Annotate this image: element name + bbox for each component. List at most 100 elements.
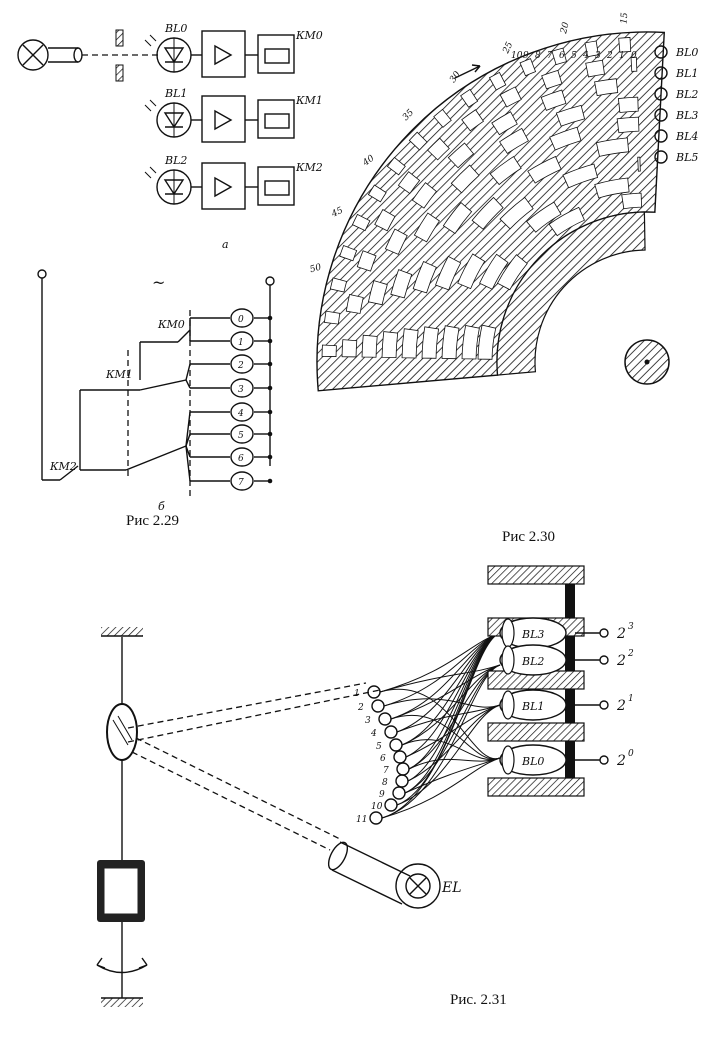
code-slot <box>413 212 440 243</box>
code-slot <box>540 89 567 111</box>
code-slot <box>450 164 480 194</box>
code-slot <box>637 156 641 172</box>
weight-exp-2: 1 <box>628 694 634 704</box>
sensor-label-bl3: BL3 <box>521 628 544 641</box>
code-slot <box>411 182 437 209</box>
track-number-10: 10 <box>511 51 523 61</box>
legend-label-bl2: BL2 <box>675 88 698 101</box>
output-5: 5 <box>190 424 273 444</box>
fiber-number-2: 2 <box>357 703 364 713</box>
code-slot <box>585 59 605 78</box>
legend-label-bl0: BL0 <box>675 46 698 59</box>
track-number-8: 8 <box>535 51 541 61</box>
code-slot <box>412 261 437 294</box>
code-slot <box>461 109 484 132</box>
code-slot <box>489 155 522 186</box>
fiber-number-10: 10 <box>371 802 383 812</box>
code-slot <box>433 108 452 128</box>
fiber-number-4: 4 <box>370 729 377 739</box>
code-slot <box>488 71 507 91</box>
code-slot <box>499 127 529 154</box>
code-slot <box>551 47 567 66</box>
code-slot <box>617 96 639 113</box>
legend-label-bl3: BL3 <box>675 109 698 122</box>
track-number-9: 9 <box>523 51 529 61</box>
code-slot <box>479 253 509 290</box>
fiber-number-8: 8 <box>382 778 388 788</box>
fiber-number-3: 3 <box>365 716 371 726</box>
scale-label-20: 20 <box>559 21 572 36</box>
weight-exp-3: 0 <box>628 749 634 759</box>
track-number-7: 7 <box>547 51 553 61</box>
scale-label-40: 40 <box>360 153 376 169</box>
code-slot <box>447 142 475 169</box>
track-number-0: 0 <box>631 51 637 61</box>
legend-item-bl5: BL5 <box>654 150 698 164</box>
scale-label-35: 35 <box>401 108 416 123</box>
switch-km0: КМ0 <box>157 318 185 331</box>
mount-plate <box>487 722 585 742</box>
fiber-5: 5 <box>376 632 501 760</box>
ac-tilde: ~ <box>152 273 165 292</box>
code-slot <box>367 184 387 203</box>
text-layer: Рис 2.29 а б ~ Рис 2.30 Рис. 2.31 EL <box>126 238 555 1008</box>
output-3: 3 <box>190 378 273 398</box>
output-number-5: 5 <box>238 431 244 441</box>
code-slot <box>555 104 586 127</box>
fiber-number-7: 7 <box>383 766 389 776</box>
output-number-7: 7 <box>238 478 244 488</box>
code-slot <box>361 334 378 358</box>
weight-exp-0: 3 <box>628 622 634 632</box>
weight-base-1: 2 <box>616 653 626 669</box>
code-slot <box>621 192 643 210</box>
track-number-4: 4 <box>582 51 589 61</box>
code-slot <box>329 277 348 293</box>
code-slot <box>461 324 480 360</box>
scale-label-25: 25 <box>501 40 515 56</box>
code-slot <box>595 137 630 157</box>
code-slot <box>526 201 562 233</box>
code-slot <box>496 254 528 291</box>
code-slot <box>460 88 479 108</box>
fig229-caption: Рис 2.29 <box>126 513 179 529</box>
code-slot <box>549 126 582 151</box>
code-slot <box>397 171 421 194</box>
sensor-label-bl0: BL0 <box>521 755 544 768</box>
switch-km1: КМ1 <box>105 368 133 381</box>
code-slot <box>548 206 585 237</box>
legend-item-bl4: BL4 <box>654 129 698 143</box>
mount-plate <box>487 777 585 797</box>
output-number-4: 4 <box>237 409 244 419</box>
relay-label-km2: КМ2 <box>295 161 323 174</box>
output-number-0: 0 <box>238 315 244 325</box>
output-1: 1 <box>190 331 273 351</box>
output-number-6: 6 <box>238 454 244 464</box>
code-slot <box>594 78 619 97</box>
relay-label-km0: КМ0 <box>295 29 323 42</box>
fig229-sub-a: а <box>222 238 229 251</box>
code-slot <box>562 163 599 189</box>
mirror-icon <box>106 703 138 761</box>
sensor-label-bl1: BL1 <box>164 87 187 100</box>
legend-item-bl0: BL0 <box>654 45 698 59</box>
code-slot <box>499 86 522 108</box>
code-slot <box>442 201 473 235</box>
fiber-number-1: 1 <box>354 689 360 699</box>
code-slot <box>441 325 460 360</box>
code-slot <box>384 228 408 255</box>
track-number-2: 2 <box>606 51 613 61</box>
legend-label-bl5: BL5 <box>675 151 698 164</box>
scale-label-45: 45 <box>329 206 345 221</box>
code-slot <box>435 255 462 291</box>
track-number-1: 1 <box>619 51 625 61</box>
